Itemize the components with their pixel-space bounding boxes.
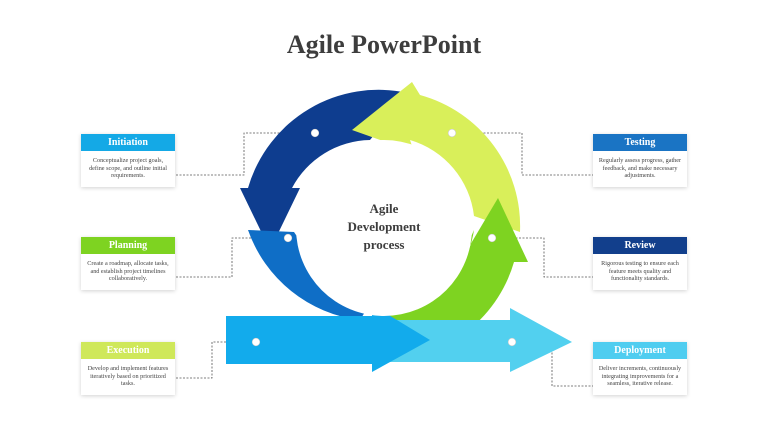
stage-card-review: Review Rigorous testing to ensure each f… xyxy=(593,237,687,290)
deployment-straight-arrow xyxy=(368,308,572,372)
page-title: Agile PowerPoint xyxy=(286,30,482,59)
lime-arc-arrow xyxy=(352,82,521,232)
connector-review xyxy=(492,237,594,278)
center-label-line1: Agile xyxy=(369,201,399,216)
connector-execution xyxy=(176,341,256,379)
stage-card-deployment: Deployment Deliver increments, continuou… xyxy=(593,342,687,395)
stage-card-testing: Testing Regularly assess progress, gathe… xyxy=(593,134,687,187)
dot-execution xyxy=(251,337,261,347)
dot-initiation xyxy=(310,128,320,138)
stage-description: Rigorous testing to ensure each feature … xyxy=(601,260,679,283)
stage-title: Review xyxy=(593,237,687,254)
dot-planning xyxy=(283,233,293,243)
stage-description: Deliver increments, continuously integra… xyxy=(598,365,682,388)
stage-title: Initiation xyxy=(81,134,175,151)
stage-title: Testing xyxy=(593,134,687,151)
stage-description: Create a roadmap, allocate tasks, and es… xyxy=(87,260,169,283)
stage-title: Deployment xyxy=(593,342,687,359)
stage-title: Execution xyxy=(81,342,175,359)
stage-description: Conceptualize project goals, define scop… xyxy=(89,157,167,180)
connector-dots xyxy=(251,128,517,347)
center-label-line2: Development xyxy=(347,219,421,234)
center-label-line3: process xyxy=(363,237,405,252)
stage-description: Develop and implement features iterative… xyxy=(87,365,169,388)
connector-testing xyxy=(452,132,594,176)
stage-description: Regularly assess progress, gather feedba… xyxy=(598,157,682,180)
stage-card-planning: Planning Create a roadmap, allocate task… xyxy=(81,237,175,290)
stage-card-initiation: Initiation Conceptualize project goals, … xyxy=(81,134,175,187)
center-label: Agile Development process xyxy=(322,200,446,254)
stage-title: Planning xyxy=(81,237,175,254)
dot-testing xyxy=(447,128,457,138)
dot-review xyxy=(487,233,497,243)
stage-card-execution: Execution Develop and implement features… xyxy=(81,342,175,395)
dot-deployment xyxy=(507,337,517,347)
execution-straight-arrow xyxy=(226,305,430,372)
center-circle xyxy=(296,140,472,316)
